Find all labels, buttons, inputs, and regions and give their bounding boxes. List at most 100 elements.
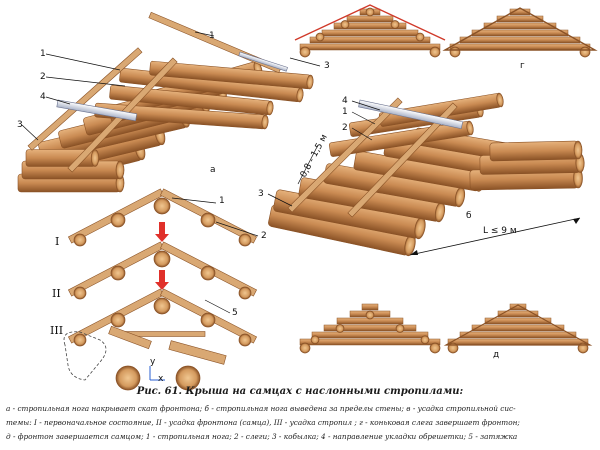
leader-line [215, 221, 259, 237]
log-end [466, 120, 474, 136]
leader-line [267, 193, 293, 207]
purlin-end [73, 286, 87, 300]
dimension-line [297, 144, 319, 185]
stage-roman-1: I [55, 235, 59, 248]
purlin-end [200, 212, 216, 228]
callout-a-1: 1 [40, 49, 46, 59]
log-end-circle [420, 335, 430, 345]
gable-log [471, 29, 569, 37]
log-end [573, 140, 583, 160]
rafter-body [108, 325, 152, 350]
rafter-outline [294, 4, 446, 41]
ridge-purlin [153, 250, 171, 268]
gable-log [361, 303, 379, 311]
settlement-arrow [159, 222, 165, 234]
label-d: д [493, 350, 499, 360]
purlin-end [200, 265, 216, 281]
log-body [489, 140, 579, 162]
roof-outline [443, 304, 593, 346]
log-end-circle [310, 335, 320, 345]
drawing-b [267, 92, 585, 257]
label-a: а [210, 165, 216, 175]
elevation-g-left [294, 4, 446, 58]
log-end-circle [299, 342, 311, 354]
dimension-arrow [573, 218, 580, 224]
stage-roman-3: III [50, 324, 63, 337]
leader-line [45, 96, 71, 105]
gable-log [483, 22, 557, 30]
figure-caption-line-1: а - стропильная нога накрывает скат фрон… [6, 404, 516, 413]
detail-log [115, 365, 141, 391]
leader-line [351, 111, 376, 125]
gable-log [497, 310, 539, 318]
leader-line [194, 31, 215, 37]
log-end-circle [365, 7, 375, 17]
elevation-d-right [443, 303, 593, 354]
callout-a-3: 3 [17, 120, 23, 130]
drawing-d [299, 303, 593, 354]
log-end-circle [299, 46, 311, 58]
stage-1 [67, 188, 258, 247]
dimension-arrow [410, 250, 418, 255]
purlin-end [110, 265, 126, 281]
leader-line [351, 100, 381, 111]
gable-log [509, 8, 531, 16]
log-end [115, 160, 125, 180]
gable-log [299, 338, 441, 346]
figure-caption-title: Рис. 61. Крыша на самцах с наслонными ст… [136, 386, 464, 397]
ridge-purlin [153, 297, 171, 315]
label-g: г [520, 61, 525, 71]
gable-log [496, 15, 544, 23]
stage-2 [67, 241, 258, 300]
log-end-circle [429, 342, 441, 354]
log-end-circle [340, 20, 350, 29]
detail-outline [63, 331, 107, 381]
purlin-end [238, 333, 252, 347]
gable-log [449, 43, 591, 51]
purlin-end [73, 233, 87, 247]
purlin-end [110, 312, 126, 328]
elevation-g-right [442, 7, 598, 58]
settlement-arrow-head [155, 234, 169, 242]
callout-v-1: 1 [219, 196, 225, 206]
figure-caption-line-3: д - фронтон завершается самцом; 1 - стро… [6, 432, 518, 441]
callout-a-4: 4 [40, 92, 46, 102]
leader-line [171, 197, 217, 204]
gable-log [311, 331, 429, 339]
log-end [261, 114, 269, 130]
log-end-circle [429, 46, 441, 58]
rafter-leg [27, 47, 143, 151]
log-end-circle [449, 46, 461, 58]
log-end [266, 100, 274, 116]
callout-b-3: 3 [258, 189, 264, 199]
purlin-log [109, 84, 274, 116]
ridge-purlin [153, 197, 171, 215]
gable-log [333, 22, 407, 30]
roof-outline [442, 7, 598, 51]
label-b: б [466, 211, 472, 221]
log-end-circle [415, 32, 425, 42]
purlin-log [149, 60, 314, 90]
drawing-a [17, 11, 321, 193]
purlin-end [238, 286, 252, 300]
log-end-circle [390, 20, 400, 29]
axis-x-label: x [158, 374, 164, 384]
leader-line [289, 57, 321, 67]
leader-line [21, 124, 39, 141]
callout-a-2: 2 [40, 72, 46, 82]
sheathing-board [56, 99, 138, 122]
detail-log [175, 365, 201, 391]
gable-log [309, 36, 431, 44]
axis-y-label: y [150, 357, 156, 367]
drawing-g [294, 4, 598, 58]
length-label: L ≤ 9 м [483, 226, 517, 236]
detail-rafter [108, 325, 152, 350]
log-end-circle [335, 324, 345, 333]
log-end [306, 74, 314, 90]
gable-log [459, 331, 577, 339]
detail-rafter [168, 340, 227, 365]
elevation-d-left [299, 303, 441, 354]
gable-log [346, 15, 394, 23]
log-end-circle [395, 324, 405, 333]
